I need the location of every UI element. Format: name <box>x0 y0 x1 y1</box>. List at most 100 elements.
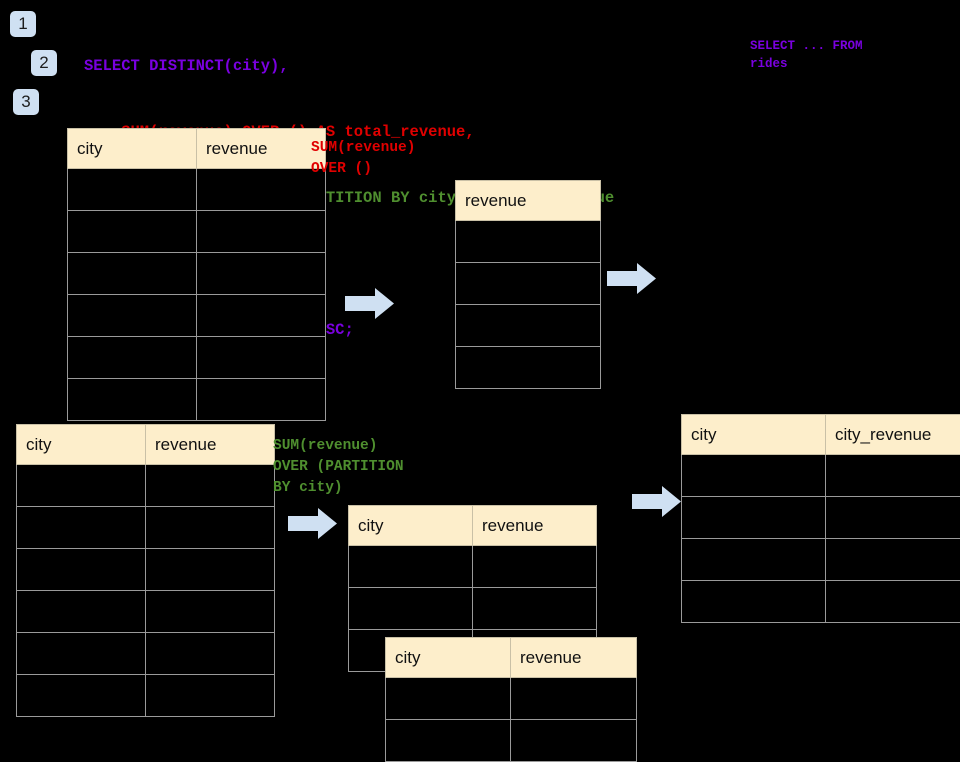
table-row <box>349 588 597 630</box>
cell-city-revenue <box>826 581 960 623</box>
table-row <box>456 263 601 305</box>
column-header-revenue: revenue <box>197 129 326 169</box>
table-header-row: city revenue <box>386 638 637 678</box>
table-row <box>68 253 326 295</box>
cell-revenue <box>197 337 326 379</box>
table-row <box>17 465 275 507</box>
column-header-revenue: revenue <box>456 181 601 221</box>
cell-revenue <box>197 253 326 295</box>
table-row <box>682 581 960 623</box>
cell-revenue <box>473 588 597 630</box>
table-row <box>68 295 326 337</box>
sql-line-select: SELECT DISTINCT(city), <box>84 55 614 77</box>
table-row <box>68 211 326 253</box>
arrow-source-to-total-icon <box>345 288 394 319</box>
cell-city <box>17 633 146 675</box>
cell-revenue <box>511 720 637 762</box>
cell-city <box>17 675 146 717</box>
cell-city <box>682 539 826 581</box>
cell-city <box>386 720 511 762</box>
table-row <box>682 455 960 497</box>
annotation-select-from-rides: SELECT ... FROM rides <box>750 37 863 73</box>
cell-city <box>386 678 511 720</box>
cell-city <box>349 546 473 588</box>
column-header-city: city <box>386 638 511 678</box>
cell-revenue <box>197 211 326 253</box>
cell-city-revenue <box>826 497 960 539</box>
arrow-total-to-right-icon <box>607 263 656 294</box>
arrow-partition-to-result-icon <box>632 486 681 517</box>
cell-revenue <box>197 379 326 421</box>
cell-city <box>68 211 197 253</box>
cell-revenue <box>511 678 637 720</box>
table-row <box>386 678 637 720</box>
table-row <box>386 720 637 762</box>
column-header-revenue: revenue <box>511 638 637 678</box>
table-header-row: revenue <box>456 181 601 221</box>
cell-city <box>68 253 197 295</box>
cell-revenue <box>146 633 275 675</box>
cell-city <box>17 549 146 591</box>
cell-revenue <box>146 465 275 507</box>
column-header-city: city <box>682 415 826 455</box>
step-badge-1[interactable]: 1 <box>10 11 36 37</box>
table-rides-source-top: city revenue <box>67 128 326 421</box>
cell-revenue <box>146 591 275 633</box>
table-row <box>682 539 960 581</box>
table-total-revenue: revenue <box>455 180 601 389</box>
cell-revenue <box>456 305 601 347</box>
cell-city <box>68 169 197 211</box>
column-header-city: city <box>68 129 197 169</box>
table-row <box>682 497 960 539</box>
cell-city <box>682 581 826 623</box>
cell-city <box>68 295 197 337</box>
cell-city <box>17 507 146 549</box>
table-header-row: city revenue <box>349 506 597 546</box>
table-partition-front: city revenue <box>385 637 637 762</box>
column-header-revenue: revenue <box>146 425 275 465</box>
column-header-revenue: revenue <box>473 506 597 546</box>
cell-city <box>68 337 197 379</box>
step-badge-2[interactable]: 2 <box>31 50 57 76</box>
table-header-row: city revenue <box>17 425 275 465</box>
cell-city <box>682 455 826 497</box>
table-row <box>17 633 275 675</box>
table-city-revenue-result: city city_revenue <box>681 414 960 623</box>
diagram-canvas: 1 2 3 SELECT DISTINCT(city), SUM(revenue… <box>0 0 960 720</box>
cell-revenue <box>197 295 326 337</box>
table-row <box>17 591 275 633</box>
table-row <box>456 305 601 347</box>
cell-city-revenue <box>826 455 960 497</box>
cell-revenue <box>456 347 601 389</box>
cell-city <box>349 588 473 630</box>
annotation-sum-over-empty: SUM(revenue) OVER () <box>311 138 415 180</box>
table-rides-source-bottom: city revenue <box>16 424 275 717</box>
cell-city-revenue <box>826 539 960 581</box>
cell-city <box>17 465 146 507</box>
cell-city <box>68 379 197 421</box>
table-header-row: city city_revenue <box>682 415 960 455</box>
table-row <box>17 549 275 591</box>
cell-revenue <box>197 169 326 211</box>
cell-revenue <box>456 221 601 263</box>
table-row <box>68 169 326 211</box>
cell-revenue <box>473 546 597 588</box>
cell-city <box>682 497 826 539</box>
table-header-row: city revenue <box>68 129 326 169</box>
arrow-source-to-partition-icon <box>288 508 337 539</box>
column-header-city: city <box>349 506 473 546</box>
column-header-city: city <box>17 425 146 465</box>
table-row <box>17 507 275 549</box>
table-row <box>349 546 597 588</box>
cell-revenue <box>146 549 275 591</box>
table-row <box>68 337 326 379</box>
cell-revenue <box>146 507 275 549</box>
cell-revenue <box>146 675 275 717</box>
table-row <box>456 221 601 263</box>
table-row <box>17 675 275 717</box>
table-row <box>456 347 601 389</box>
annotation-sum-over-partition: SUM(revenue) OVER (PARTITION BY city) <box>273 436 404 499</box>
column-header-city-revenue: city_revenue <box>826 415 960 455</box>
step-badge-3[interactable]: 3 <box>13 89 39 115</box>
cell-revenue <box>456 263 601 305</box>
